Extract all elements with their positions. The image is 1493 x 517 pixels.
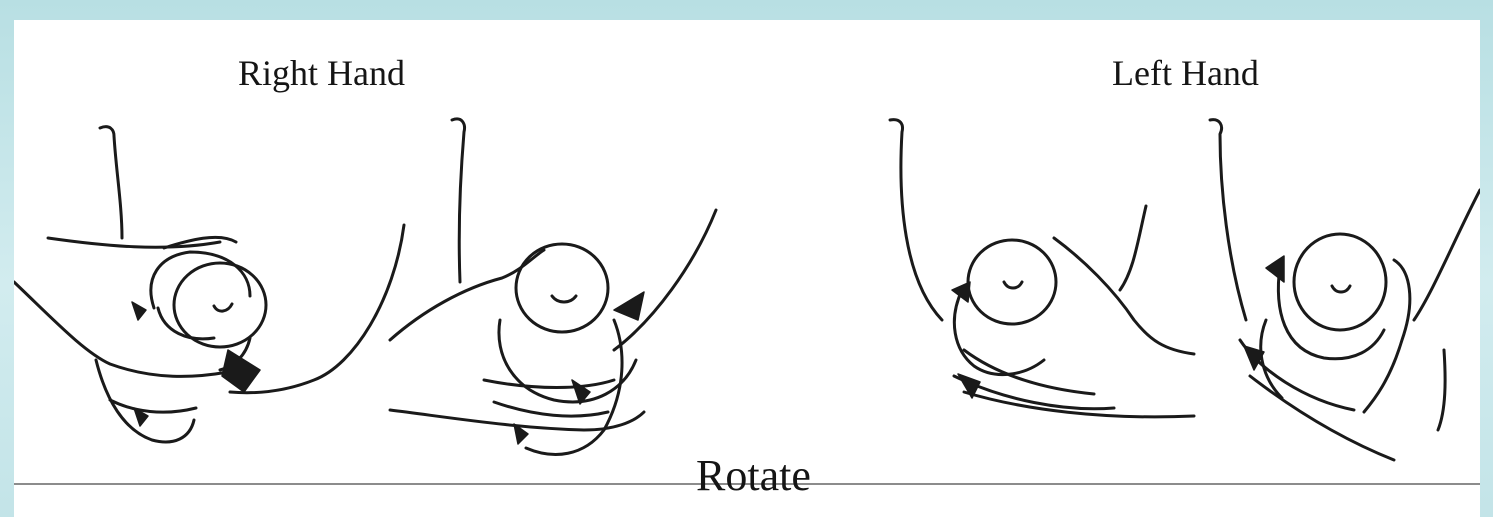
rotate-caption: Rotate bbox=[696, 450, 811, 501]
figure-right-hand-2 bbox=[390, 119, 716, 455]
illustration-panel: Right Hand Left Hand Rotate bbox=[14, 20, 1480, 517]
right-hand-label: Right Hand bbox=[238, 52, 405, 94]
left-hand-label: Left Hand bbox=[1112, 52, 1259, 94]
breast-massage-illustration bbox=[14, 20, 1480, 517]
figure-left-hand-2 bbox=[1210, 120, 1480, 460]
figure-right-hand-1 bbox=[14, 127, 404, 442]
figure-left-hand-1 bbox=[890, 120, 1194, 417]
